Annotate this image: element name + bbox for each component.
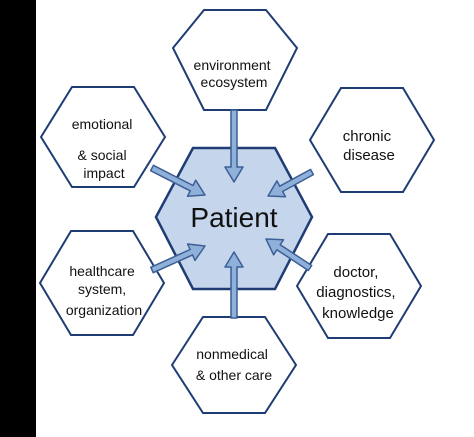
arrow-from-chronic <box>267 168 315 198</box>
hex-chronic-disease <box>308 87 436 193</box>
label-chronic-disease: chronic disease <box>343 128 396 164</box>
hex-environment-ecosystem <box>171 9 299 111</box>
arrow-from-nonmedical <box>224 251 244 319</box>
arrow-from-environment <box>224 109 244 183</box>
hex-doctor-diagnostics <box>295 233 423 339</box>
label-emotional-social-impact: emotional & social impact <box>72 116 137 181</box>
hex-healthcare-system <box>38 230 166 336</box>
label-healthcare-system: healthcare system, organization <box>66 263 142 318</box>
arrow-from-doctor <box>265 238 313 272</box>
patient-factors-diagram: Patient environment ecosystem emotional … <box>36 0 474 437</box>
arrow-from-healthcare <box>150 243 206 274</box>
hex-nonmedical-care <box>170 316 298 414</box>
hex-emotional-social-impact <box>39 86 167 188</box>
label-environment-ecosystem: environment ecosystem <box>194 57 275 90</box>
arrow-from-emotional <box>149 164 206 197</box>
label-doctor-diagnostics: doctor, diagnostics, knowledge <box>316 264 399 322</box>
label-nonmedical-care: nonmedical & other care <box>196 346 272 383</box>
patient-label: Patient <box>190 202 277 233</box>
arrow-group <box>149 109 315 319</box>
